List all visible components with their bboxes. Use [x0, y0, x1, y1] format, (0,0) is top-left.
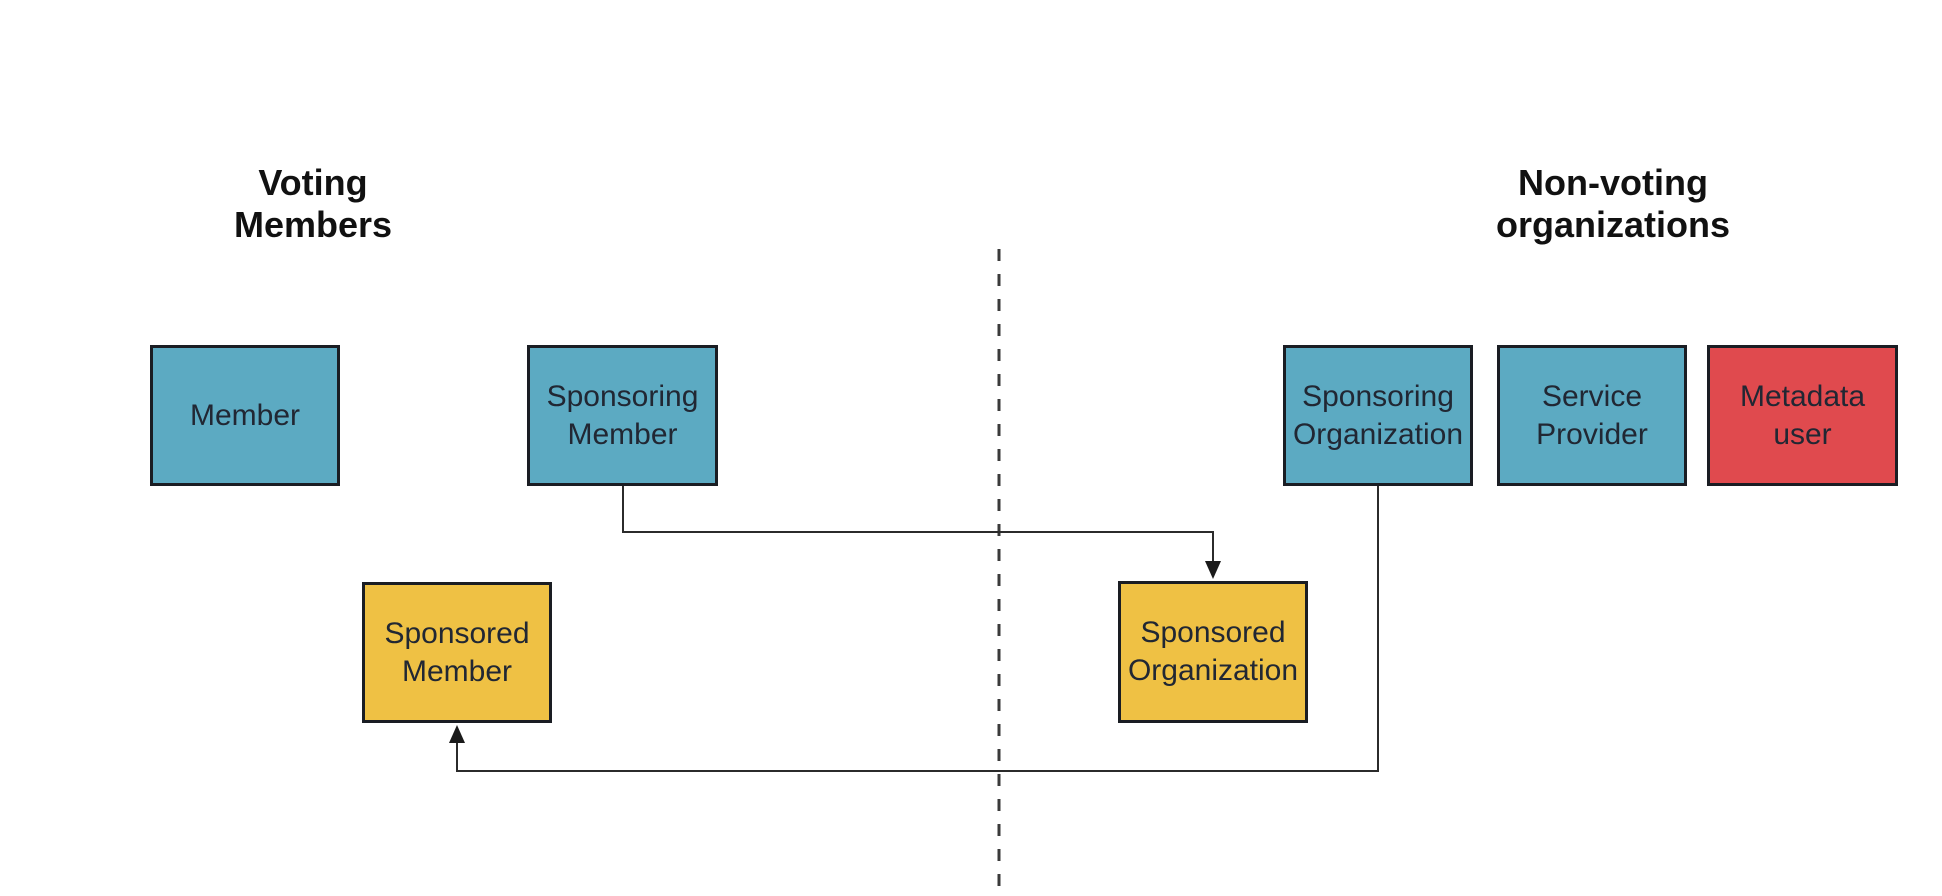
connector-elbow-line — [622, 486, 1214, 563]
sponsoring-organization-node: Sponsoring Organization — [1283, 345, 1473, 486]
sponsored-member-node: Sponsored Member — [362, 582, 552, 723]
metadata-user-node: Metadata user — [1707, 345, 1898, 486]
member-node-label: Member — [189, 398, 301, 432]
service-provider-node-label: Service Provider — [1536, 379, 1648, 451]
sponsored-organization-node: Sponsored Organization — [1118, 581, 1308, 723]
non-voting-organizations-heading: Non-voting organizations — [1495, 162, 1731, 245]
sponsoring-organization-node-label: Sponsoring Organization — [1292, 379, 1464, 451]
arrowhead-down-icon — [1205, 561, 1221, 579]
metadata-user-node-label: Metadata user — [1739, 379, 1866, 451]
connector-sponsoring-member-to-sponsored-organization — [622, 486, 1221, 579]
arrowhead-up-icon — [449, 725, 465, 743]
member-node: Member — [150, 345, 340, 486]
sponsoring-member-node-label: Sponsoring Member — [546, 379, 699, 451]
sponsoring-member-node: Sponsoring Member — [527, 345, 718, 486]
voting-members-heading: Voting Members — [233, 162, 393, 245]
sponsored-organization-node-label: Sponsored Organization — [1127, 616, 1299, 687]
sponsored-member-node-label: Sponsored Member — [384, 616, 530, 688]
service-provider-node: Service Provider — [1497, 345, 1687, 486]
